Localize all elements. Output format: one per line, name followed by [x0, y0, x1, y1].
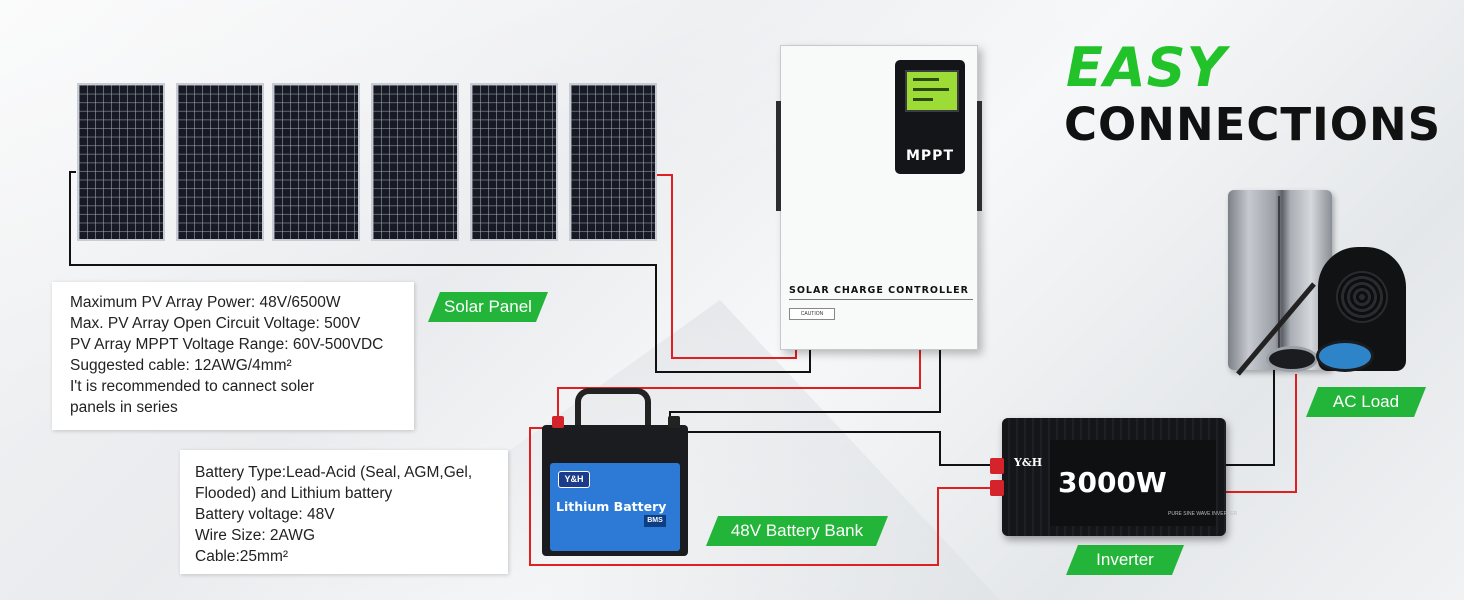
solar-panel [371, 83, 459, 241]
battery-info-box: Battery Type:Lead-Acid (Seal, AGM,Gel, F… [180, 450, 508, 574]
vacuum-wand [1236, 282, 1316, 376]
robot-vacuum [1266, 346, 1318, 372]
battery-info-line: Battery voltage: 48V [195, 506, 335, 523]
battery-bank-tag: 48V Battery Bank [706, 516, 888, 546]
inverter-subtitle: PURE SINE WAVE INVERTER [1168, 511, 1238, 517]
solar-panel [77, 83, 165, 241]
battery-negative-wire [669, 348, 941, 424]
controller-stripe [789, 299, 973, 300]
bms-badge: BMS [644, 515, 666, 527]
solar-panel [470, 83, 558, 241]
battery-handle [575, 388, 651, 428]
battery-positive-wire [557, 348, 921, 420]
inverter-power: 3000W [1058, 466, 1167, 499]
ac-load-tag: AC Load [1306, 387, 1426, 417]
controller-bracket [977, 101, 982, 211]
battery: Y&H Lithium Battery BMS [542, 425, 688, 556]
caution-sticker: CAUTION [789, 308, 835, 320]
pv-info-line: Suggested cable: 12AWG/4mm² [70, 357, 292, 374]
pv-info-line: Maximum PV Array Power: 48V/6500W [70, 294, 341, 311]
pv-info-box: Maximum PV Array Power: 48V/6500W Max. P… [52, 282, 414, 430]
battery-positive-terminal [552, 416, 564, 428]
heater-grille [1336, 271, 1388, 323]
ac-out-red [1226, 374, 1297, 493]
inverter-input-terminal [990, 458, 1004, 474]
battery-info-line: Cable:25mm² [195, 548, 289, 565]
controller-bracket [776, 101, 781, 211]
battery-info-line: Flooded) and Lithium battery [195, 485, 393, 502]
controller-label: SOLAR CHARGE CONTROLLER [789, 285, 969, 296]
battery-to-inverter-red [529, 427, 1002, 566]
floor-cleaner [1316, 340, 1374, 372]
inverter-front-panel [1050, 440, 1216, 526]
fridge-door-seam [1278, 196, 1280, 364]
inverter-input-terminal [990, 480, 1004, 496]
lcd-screen [905, 70, 959, 112]
battery-brand-logo: Y&H [558, 471, 590, 488]
solar-panel [176, 83, 264, 241]
inverter: Y&H 3000W PURE SINE WAVE INVERTER [990, 418, 1237, 536]
battery-label: Y&H Lithium Battery BMS [550, 463, 680, 551]
mppt-label: MPPT [905, 148, 954, 164]
lcd-segment [913, 78, 939, 81]
pv-info-line: Max. PV Array Open Circuit Voltage: 500V [70, 315, 361, 332]
heading-connections: CONNECTIONS [1064, 98, 1442, 151]
battery-negative-terminal [668, 416, 680, 428]
pv-info-line: PV Array MPPT Voltage Range: 60V-500VDC [70, 336, 384, 353]
battery-info-line: Battery Type:Lead-Acid (Seal, AGM,Gel, [195, 464, 473, 481]
pv-info-line: panels in series [70, 399, 178, 416]
battery-to-inverter-black [675, 428, 1002, 466]
inverter-tag: Inverter [1066, 545, 1184, 575]
solar-panel [272, 83, 360, 241]
solar-charge-controller: MPPT SOLAR CHARGE CONTROLLER CAUTION [776, 45, 982, 350]
pv-negative-wire [69, 171, 811, 373]
pv-info-line: I't is recommended to cannect soler [70, 378, 315, 395]
controller-display-panel: MPPT [895, 60, 965, 174]
solar-panel [569, 83, 657, 241]
pv-positive-wire [656, 174, 797, 359]
solar-panel-tag: Solar Panel [428, 292, 548, 322]
lcd-segment [913, 88, 949, 91]
lcd-segment [913, 98, 933, 101]
battery-name: Lithium Battery [556, 499, 667, 514]
refrigerator [1228, 190, 1332, 370]
ac-out-black [1226, 356, 1275, 466]
battery-info-line: Wire Size: 2AWG [195, 527, 315, 544]
inverter-brand: Y&H [1014, 456, 1043, 469]
heading-easy: EASY [1066, 36, 1227, 99]
